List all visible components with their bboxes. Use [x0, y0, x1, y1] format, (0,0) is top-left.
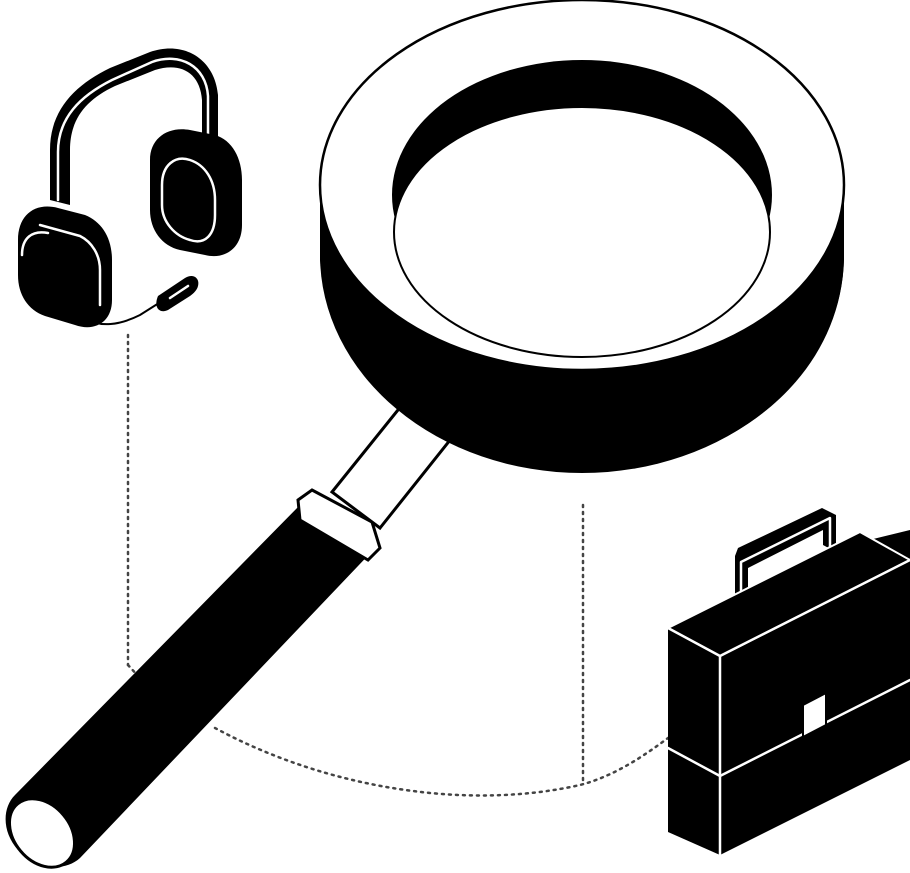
magnifying-glass-icon: [5, 0, 846, 869]
magnifier-handle: [5, 505, 378, 868]
headset-mic-boom: [84, 295, 171, 326]
headset-right-earcup: [150, 129, 242, 257]
briefcase-icon: [665, 508, 910, 857]
magnifier-handle-cap: [7, 797, 77, 869]
briefcase-clasp: [802, 691, 827, 739]
magnifier-lens: [393, 106, 771, 358]
headset-band: [50, 48, 218, 205]
headset-icon: [18, 48, 242, 328]
headset-left-earcup: [18, 206, 112, 328]
bottom-curve-line: [213, 726, 670, 797]
briefcase-handle: [735, 508, 836, 605]
